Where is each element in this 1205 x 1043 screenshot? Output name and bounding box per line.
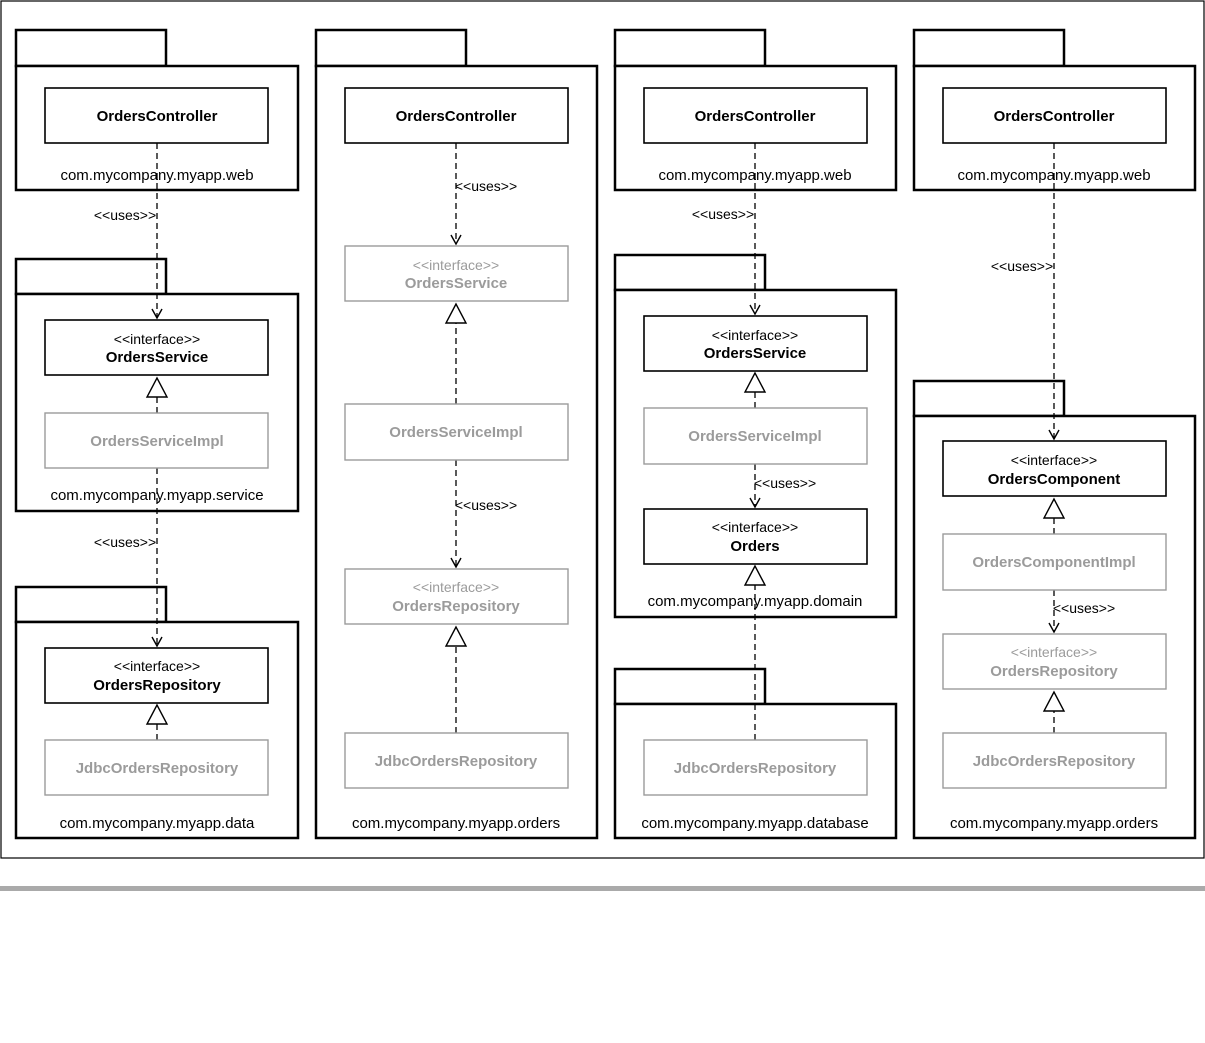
box-stereotype: <<interface>> bbox=[413, 257, 499, 273]
box-orders-controller: OrdersController bbox=[643, 87, 868, 144]
realization-triangle bbox=[444, 625, 468, 647]
box-stereotype: <<interface>> bbox=[1011, 452, 1097, 468]
uses-label: <<uses>> bbox=[94, 534, 156, 550]
box-stereotype: <<interface>> bbox=[1011, 644, 1097, 660]
realization-triangle bbox=[1042, 497, 1066, 519]
box-orders-component: <<interface>> OrdersComponent bbox=[942, 440, 1167, 497]
box-orders-service: <<interface>> OrdersService bbox=[344, 245, 569, 302]
box-orders: <<interface>> Orders bbox=[643, 508, 868, 565]
box-stereotype: <<interface>> bbox=[114, 658, 200, 674]
package-label: com.mycompany.myapp.domain bbox=[648, 593, 863, 610]
package-tab bbox=[314, 28, 468, 68]
box-title: OrdersController bbox=[695, 108, 816, 125]
box-title: JdbcOrdersRepository bbox=[674, 760, 837, 777]
box-title: OrdersRepository bbox=[990, 663, 1118, 680]
box-orders-controller: OrdersController bbox=[44, 87, 269, 144]
box-title: OrdersService bbox=[106, 349, 209, 366]
box-orders-repository: <<interface>> OrdersRepository bbox=[344, 568, 569, 625]
box-title: JdbcOrdersRepository bbox=[76, 760, 239, 777]
box-title: OrdersServiceImpl bbox=[389, 424, 522, 441]
uses-label: <<uses>> bbox=[455, 178, 517, 194]
package-tab bbox=[613, 28, 767, 68]
box-title: OrdersRepository bbox=[93, 677, 221, 694]
package-tab bbox=[613, 667, 767, 706]
realization-triangle bbox=[444, 302, 468, 324]
box-title: OrdersService bbox=[704, 345, 807, 362]
box-orders-service: <<interface>> OrdersService bbox=[44, 319, 269, 376]
box-orders-controller: OrdersController bbox=[344, 87, 569, 144]
package-label: com.mycompany.myapp.service bbox=[50, 487, 263, 504]
box-title: OrdersRepository bbox=[392, 598, 520, 615]
package-architecture-diagram: com.mycompany.myapp.web com.mycompany.my… bbox=[0, 0, 1205, 859]
box-stereotype: <<interface>> bbox=[413, 579, 499, 595]
package-tab bbox=[14, 585, 168, 624]
realization-triangle bbox=[145, 703, 169, 725]
realization-triangle bbox=[145, 376, 169, 398]
box-stereotype: <<interface>> bbox=[712, 519, 798, 535]
box-title: JdbcOrdersRepository bbox=[973, 753, 1136, 770]
horizontal-separator bbox=[0, 886, 1205, 891]
realization-triangle bbox=[743, 371, 767, 393]
box-jdbc-orders-repository: JdbcOrdersRepository bbox=[44, 739, 269, 796]
box-title: Orders bbox=[730, 538, 779, 555]
box-orders-repository: <<interface>> OrdersRepository bbox=[942, 633, 1167, 690]
box-title: OrdersComponent bbox=[988, 471, 1121, 488]
package-tab bbox=[14, 28, 168, 68]
box-stereotype: <<interface>> bbox=[114, 331, 200, 347]
package-tab bbox=[14, 257, 168, 296]
box-title: OrdersController bbox=[97, 108, 218, 125]
box-orders-repository: <<interface>> OrdersRepository bbox=[44, 647, 269, 704]
package-tab bbox=[912, 28, 1066, 68]
box-title: JdbcOrdersRepository bbox=[375, 753, 538, 770]
column-3: com.mycompany.myapp.web com.mycompany.my… bbox=[613, 28, 898, 840]
column-4: com.mycompany.myapp.web com.mycompany.my… bbox=[912, 28, 1197, 840]
box-orders-service-impl: OrdersServiceImpl bbox=[44, 412, 269, 469]
box-title: OrdersServiceImpl bbox=[688, 428, 821, 445]
box-title: OrdersServiceImpl bbox=[90, 433, 223, 450]
box-jdbc-orders-repository: JdbcOrdersRepository bbox=[942, 732, 1167, 789]
box-title: OrdersService bbox=[405, 275, 508, 292]
box-stereotype: <<interface>> bbox=[712, 327, 798, 343]
package-label: com.mycompany.myapp.data bbox=[60, 815, 255, 832]
uses-label: <<uses>> bbox=[991, 258, 1053, 274]
box-orders-component-impl: OrdersComponentImpl bbox=[942, 533, 1167, 591]
box-jdbc-orders-repository: JdbcOrdersRepository bbox=[643, 739, 868, 796]
box-title: OrdersController bbox=[396, 108, 517, 125]
package-label: com.mycompany.myapp.orders bbox=[352, 815, 560, 832]
column-1: com.mycompany.myapp.web com.mycompany.my… bbox=[14, 28, 300, 840]
box-orders-service-impl: OrdersServiceImpl bbox=[643, 407, 868, 465]
uses-label: <<uses>> bbox=[1053, 600, 1115, 616]
column-2: com.mycompany.myapp.orders OrdersControl… bbox=[314, 28, 599, 840]
uses-label: <<uses>> bbox=[455, 497, 517, 513]
package-tab bbox=[912, 379, 1066, 418]
uses-label: <<uses>> bbox=[692, 206, 754, 222]
box-orders-service-impl: OrdersServiceImpl bbox=[344, 403, 569, 461]
box-jdbc-orders-repository: JdbcOrdersRepository bbox=[344, 732, 569, 789]
uses-label: <<uses>> bbox=[94, 207, 156, 223]
box-orders-service: <<interface>> OrdersService bbox=[643, 315, 868, 372]
package-label: com.mycompany.myapp.database bbox=[641, 815, 868, 832]
box-title: OrdersController bbox=[994, 108, 1115, 125]
realization-triangle bbox=[743, 564, 767, 586]
package-label: com.mycompany.myapp.orders bbox=[950, 815, 1158, 832]
box-title: OrdersComponentImpl bbox=[972, 554, 1135, 571]
footnote-link[interactable] bbox=[1119, 1024, 1129, 1038]
box-orders-controller: OrdersController bbox=[942, 87, 1167, 144]
package-tab bbox=[613, 253, 767, 292]
realization-triangle bbox=[1042, 690, 1066, 712]
uses-label: <<uses>> bbox=[754, 475, 816, 491]
